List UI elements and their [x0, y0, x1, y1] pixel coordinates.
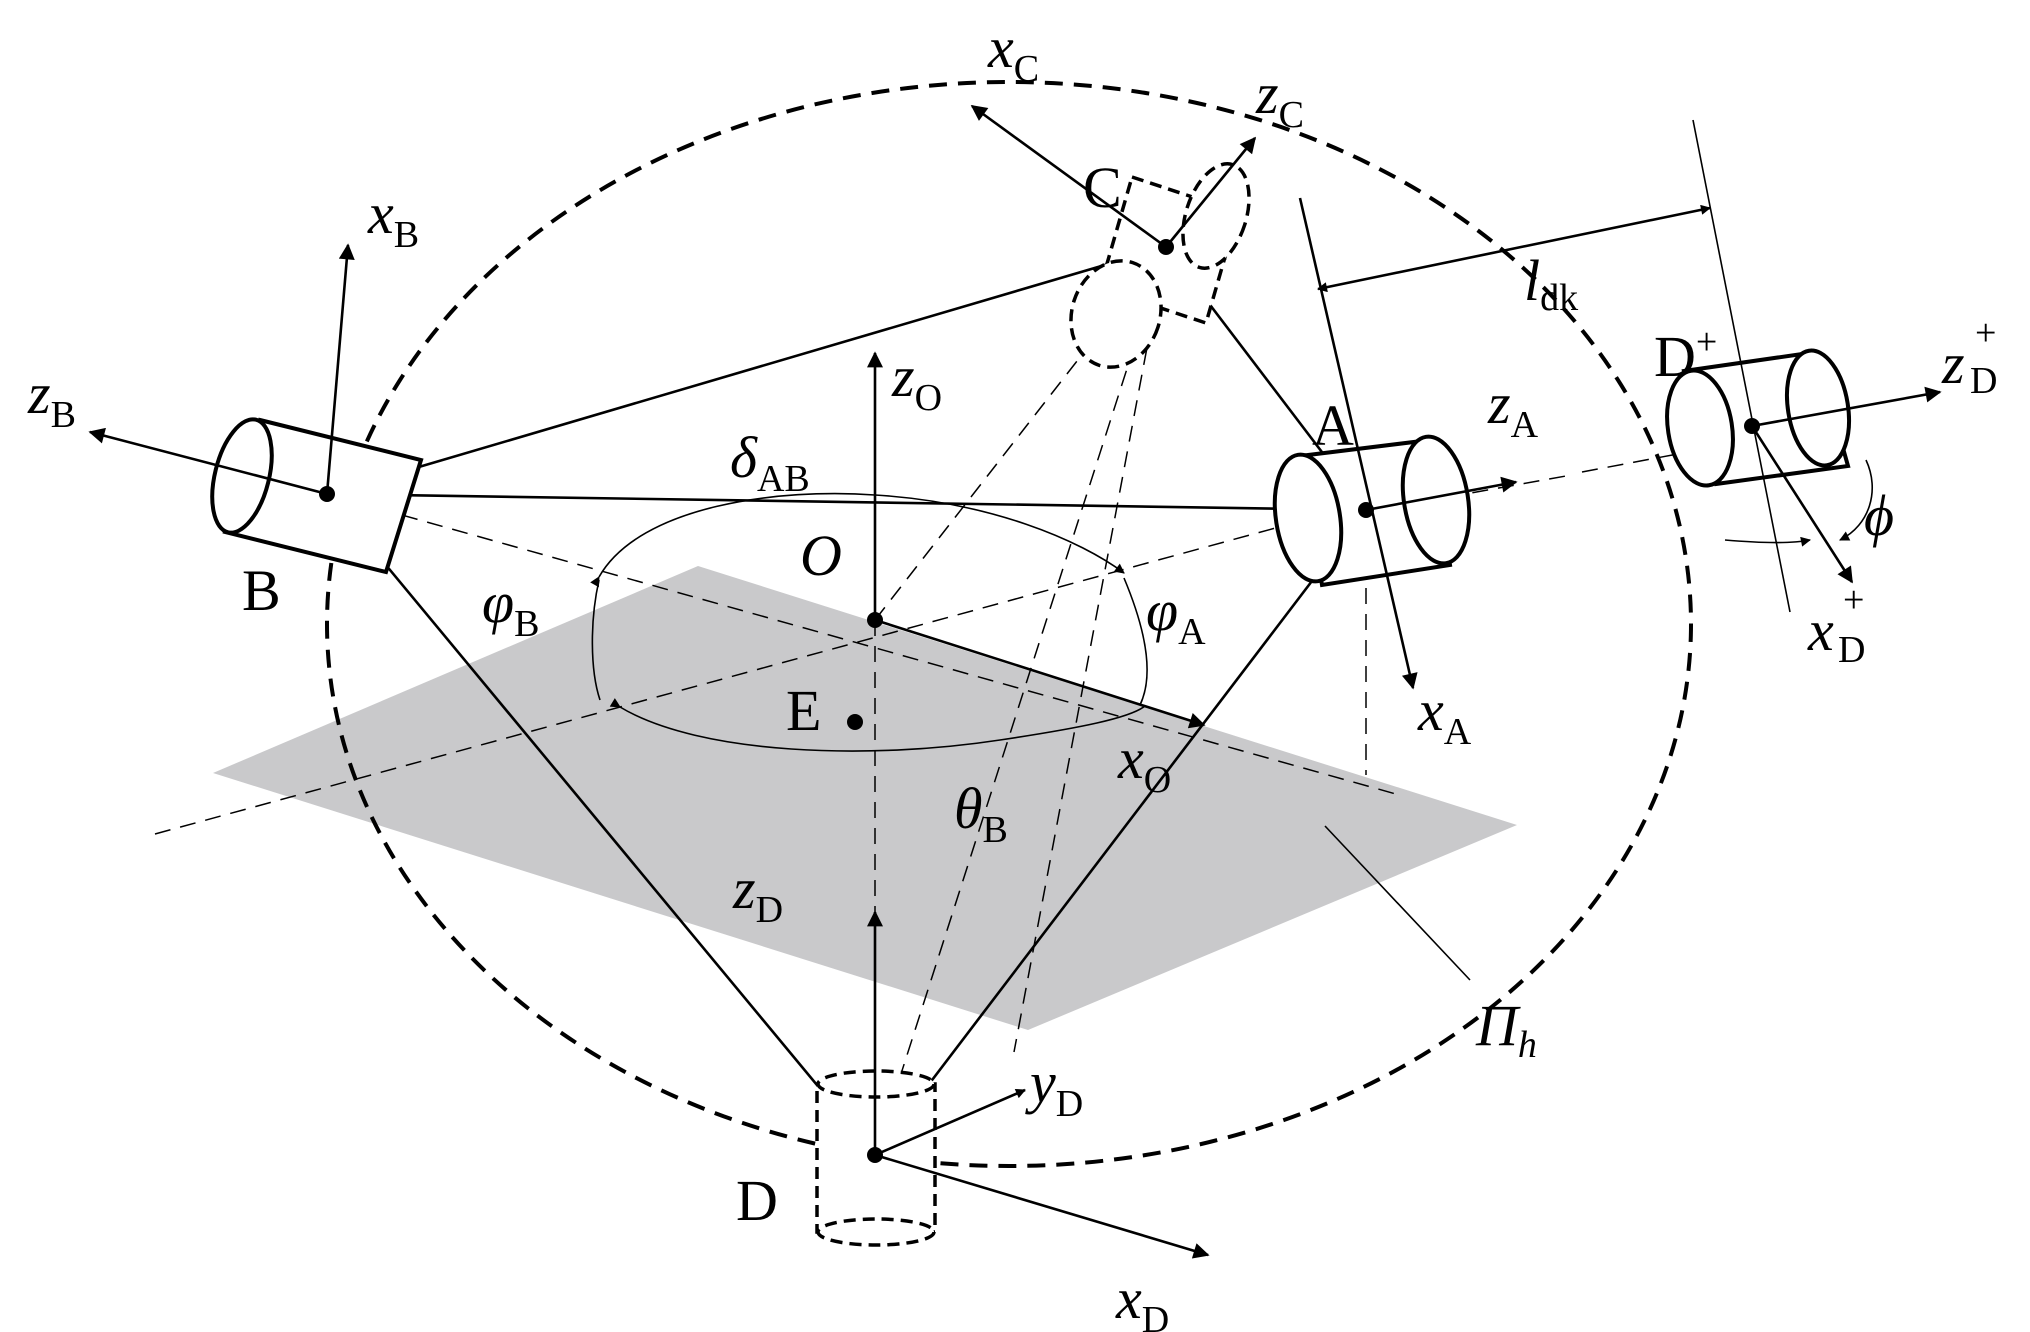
- distance-ldk-line: [1317, 204, 1711, 293]
- point-e: [847, 714, 863, 730]
- label-e: E: [786, 678, 821, 743]
- camera-c: [970, 104, 1257, 369]
- origin-point: [867, 612, 883, 628]
- label-phi-b: φB: [482, 570, 539, 645]
- label-d: D: [736, 1168, 778, 1233]
- label-x-d-plus: x + D: [1807, 560, 1879, 671]
- label-x-b: xB: [367, 181, 419, 256]
- label-z-c: zC: [1255, 61, 1304, 136]
- label-x-a: xA: [1417, 678, 1472, 753]
- label-phi: ϕ: [1864, 483, 1894, 548]
- label-z-b: zB: [27, 361, 76, 436]
- phi-b-arc: [591, 579, 601, 701]
- x-o-axis: [874, 618, 1206, 729]
- label-theta-b: θB: [954, 776, 1008, 851]
- phi-a-arc: [1123, 577, 1148, 706]
- label-b: B: [242, 558, 281, 623]
- label-x-c: xC: [987, 15, 1039, 90]
- label-x-d: xD: [1115, 1266, 1169, 1332]
- label-z-d-plus: z + D: [1941, 293, 2011, 402]
- phi-d-arc: [1839, 459, 1873, 541]
- label-z-a: zA: [1487, 371, 1539, 446]
- label-y-d: yD: [1025, 1050, 1083, 1125]
- label-l-dk: ldk: [1524, 248, 1578, 319]
- label-plane: Πh: [1475, 993, 1537, 1066]
- camera-d-plus: [1665, 119, 1942, 613]
- label-c: C: [1083, 155, 1122, 220]
- label-z-o: zO: [891, 344, 942, 419]
- label-phi-a: φA: [1146, 578, 1206, 653]
- camera-d: [815, 910, 1210, 1259]
- label-a: A: [1312, 393, 1354, 458]
- horizontal-plane: [213, 566, 1517, 1030]
- plane-leader: [1324, 825, 1471, 981]
- station-links: [325, 245, 1368, 1156]
- label-o: O: [800, 523, 842, 588]
- label-x-o: xO: [1117, 726, 1171, 801]
- bounding-sphere: [325, 80, 1693, 1168]
- circle-xo-arc: [609, 698, 1146, 752]
- camera-a: [1272, 197, 1518, 690]
- label-delta-ab: δAB: [730, 425, 810, 500]
- label-d-plus: D+: [1654, 321, 1717, 389]
- camera-b: [88, 243, 424, 575]
- label-z-d: zD: [732, 856, 783, 931]
